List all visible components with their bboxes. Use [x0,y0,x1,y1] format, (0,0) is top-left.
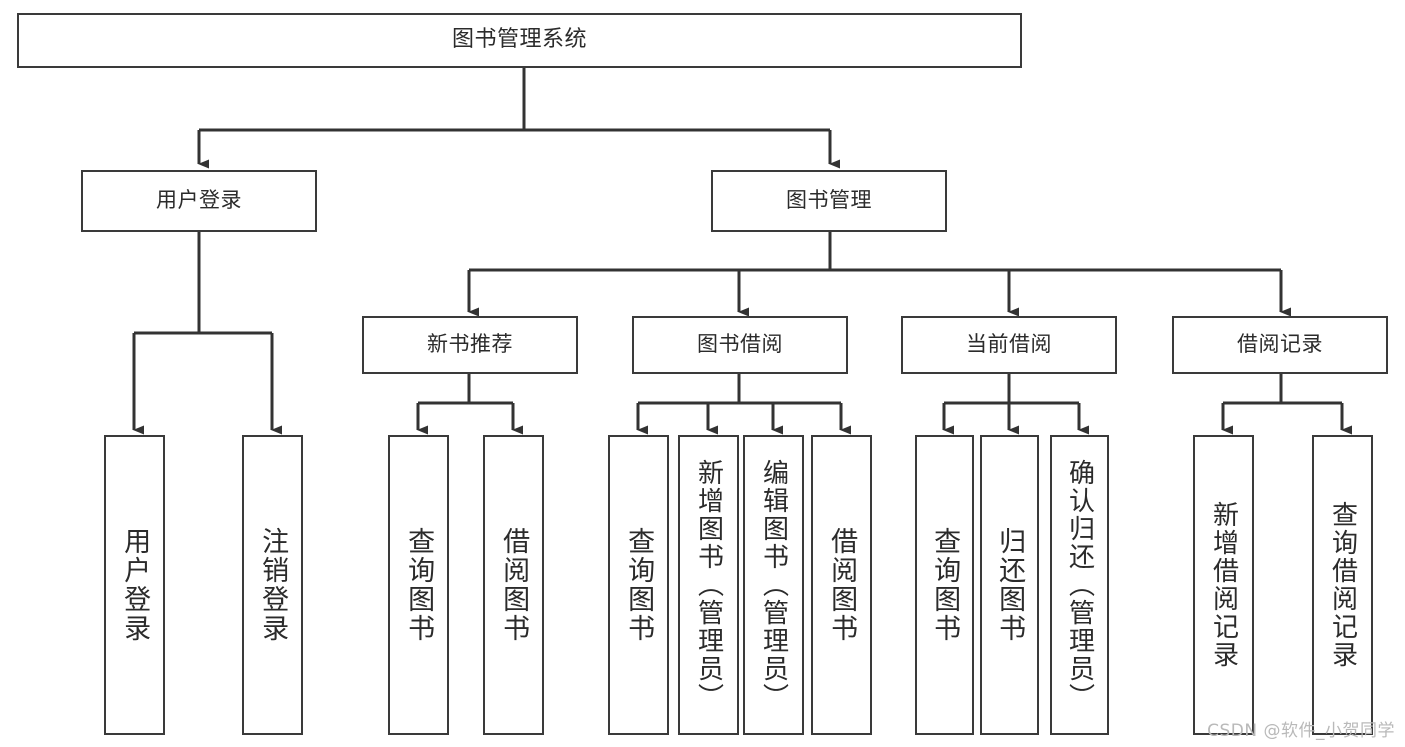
node-leaf-logout-label: 注销登录 [257,527,289,643]
node-leaf-user-login[interactable]: 用户登录 [104,435,165,735]
node-leaf-query-book-2[interactable]: 查询图书 [608,435,669,735]
node-book-borrow[interactable]: 图书借阅 [632,316,848,374]
node-leaf-edit-book[interactable]: 编辑图书（管理员） [743,435,804,735]
node-book-borrow-label: 图书借阅 [697,332,783,357]
node-user-login[interactable]: 用户登录 [81,170,317,232]
node-user-login-label: 用户登录 [156,188,242,213]
node-leaf-borrow-book-2-label: 借阅图书 [826,527,858,643]
node-current-borrow-label: 当前借阅 [966,332,1052,357]
node-borrow-record-label: 借阅记录 [1237,332,1323,357]
node-leaf-add-book-label: 新增图书（管理员） [693,459,724,711]
csdn-watermark: CSDN @软件_小贺同学 [1207,721,1395,741]
node-leaf-return-book-label: 归还图书 [994,527,1026,643]
node-leaf-query-book-1-label: 查询图书 [403,527,435,643]
node-leaf-query-book-1[interactable]: 查询图书 [388,435,449,735]
node-new-book-recommend-label: 新书推荐 [427,332,513,357]
node-leaf-query-borrow-record[interactable]: 查询借阅记录 [1312,435,1373,735]
node-leaf-confirm-return-label: 确认归还（管理员） [1064,459,1095,711]
node-leaf-query-book-2-label: 查询图书 [623,527,655,643]
node-leaf-add-borrow-record[interactable]: 新增借阅记录 [1193,435,1254,735]
node-leaf-user-login-label: 用户登录 [119,527,151,643]
node-book-management[interactable]: 图书管理 [711,170,947,232]
node-leaf-borrow-book-1-label: 借阅图书 [498,527,530,643]
node-leaf-query-book-3-label: 查询图书 [929,527,961,643]
node-leaf-query-book-3[interactable]: 查询图书 [915,435,974,735]
node-leaf-add-book[interactable]: 新增图书（管理员） [678,435,739,735]
node-current-borrow[interactable]: 当前借阅 [901,316,1117,374]
node-leaf-return-book[interactable]: 归还图书 [980,435,1039,735]
node-leaf-logout[interactable]: 注销登录 [242,435,303,735]
node-leaf-add-borrow-record-label: 新增借阅记录 [1208,501,1239,669]
node-new-book-recommend[interactable]: 新书推荐 [362,316,578,374]
node-leaf-edit-book-label: 编辑图书（管理员） [758,459,789,711]
node-leaf-borrow-book-2[interactable]: 借阅图书 [811,435,872,735]
node-leaf-query-borrow-record-label: 查询借阅记录 [1327,501,1358,669]
node-leaf-borrow-book-1[interactable]: 借阅图书 [483,435,544,735]
node-root-system[interactable]: 图书管理系统 [17,13,1022,68]
node-borrow-record[interactable]: 借阅记录 [1172,316,1388,374]
node-book-management-label: 图书管理 [786,188,872,213]
node-leaf-confirm-return[interactable]: 确认归还（管理员） [1050,435,1109,735]
node-root-system-label: 图书管理系统 [451,27,587,53]
